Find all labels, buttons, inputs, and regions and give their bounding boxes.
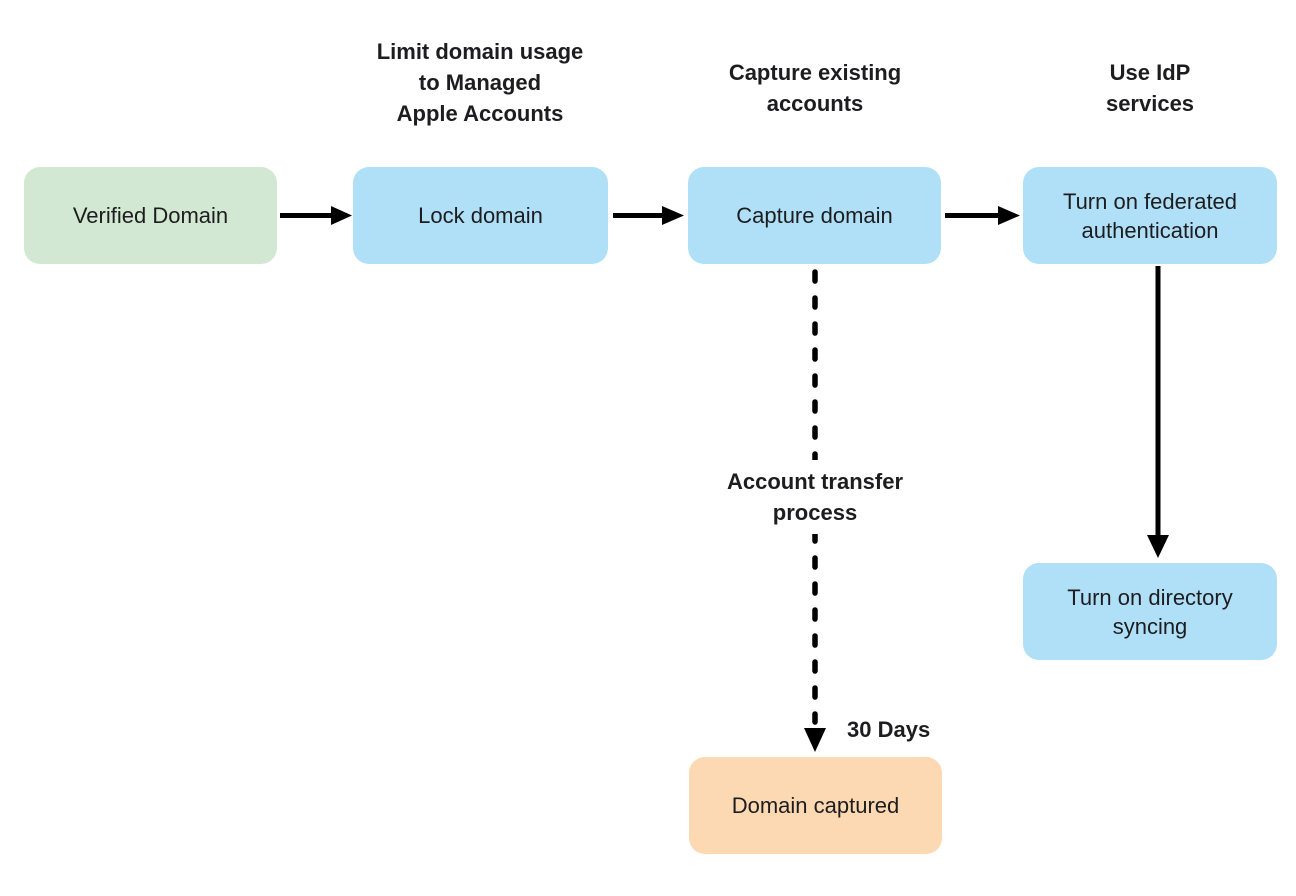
node-verified-domain: Verified Domain <box>24 167 277 264</box>
node-domain-captured: Domain captured <box>689 757 942 854</box>
node-lock-domain: Lock domain <box>353 167 608 264</box>
arrow-lock-to-capture <box>613 206 684 225</box>
arrow-verified-to-lock <box>280 206 352 225</box>
arrow-capture-to-federated <box>945 206 1020 225</box>
header-use-idp-services: Use IdP services <box>1105 60 1195 116</box>
arrow-federated-to-directory <box>1147 266 1169 558</box>
node-capture-domain: Capture domain <box>688 167 941 264</box>
header-limit-domain-usage: Limit domain usage to Managed Apple Acco… <box>376 39 584 126</box>
label-30-days: 30 Days <box>847 717 931 742</box>
label-account-transfer-process: Account transfer process <box>714 460 916 534</box>
node-turn-on-directory-syncing: Turn on directory syncing <box>1023 563 1277 660</box>
arrow-capture-to-captured-dashed <box>804 269 826 752</box>
node-turn-on-federated-authentication: Turn on federated authentication <box>1023 167 1277 264</box>
header-capture-existing-accounts: Capture existing accounts <box>728 60 902 116</box>
